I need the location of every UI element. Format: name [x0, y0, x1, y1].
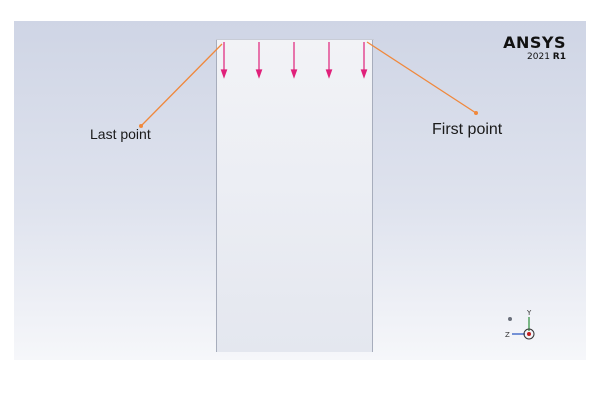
y-axis-label: Y: [526, 309, 532, 317]
brand-version: 2021 R1: [503, 53, 566, 62]
last-point-label: Last point: [90, 126, 151, 142]
velocity-arrow: [220, 42, 228, 79]
column-geometry: [216, 39, 373, 352]
version-year: 2021: [527, 52, 550, 62]
velocity-arrow: [325, 42, 333, 79]
axis-origin-dot: [508, 317, 512, 321]
version-release: R1: [552, 52, 566, 62]
x-axis-dot: [527, 332, 531, 336]
brand-name: ANSYS: [503, 33, 566, 52]
graphics-viewport[interactable]: [14, 21, 586, 360]
z-axis-label: Z: [505, 331, 510, 339]
x-axis-ring: [523, 328, 535, 340]
first-point-leader-line: [366, 41, 477, 114]
last-point-marker: [139, 124, 143, 128]
axis-triad-icon[interactable]: Y Z: [505, 307, 553, 347]
velocity-arrow: [290, 42, 298, 79]
velocity-arrow: [360, 42, 368, 79]
first-point-label: First point: [432, 121, 503, 138]
last-point-leader-line: [140, 43, 223, 127]
velocity-arrows: [220, 42, 368, 79]
first-point-marker: [474, 111, 478, 115]
column-top-edge: [216, 39, 374, 40]
ansys-logo: ANSYS 2021 R1: [503, 35, 566, 62]
velocity-arrow: [255, 42, 263, 79]
